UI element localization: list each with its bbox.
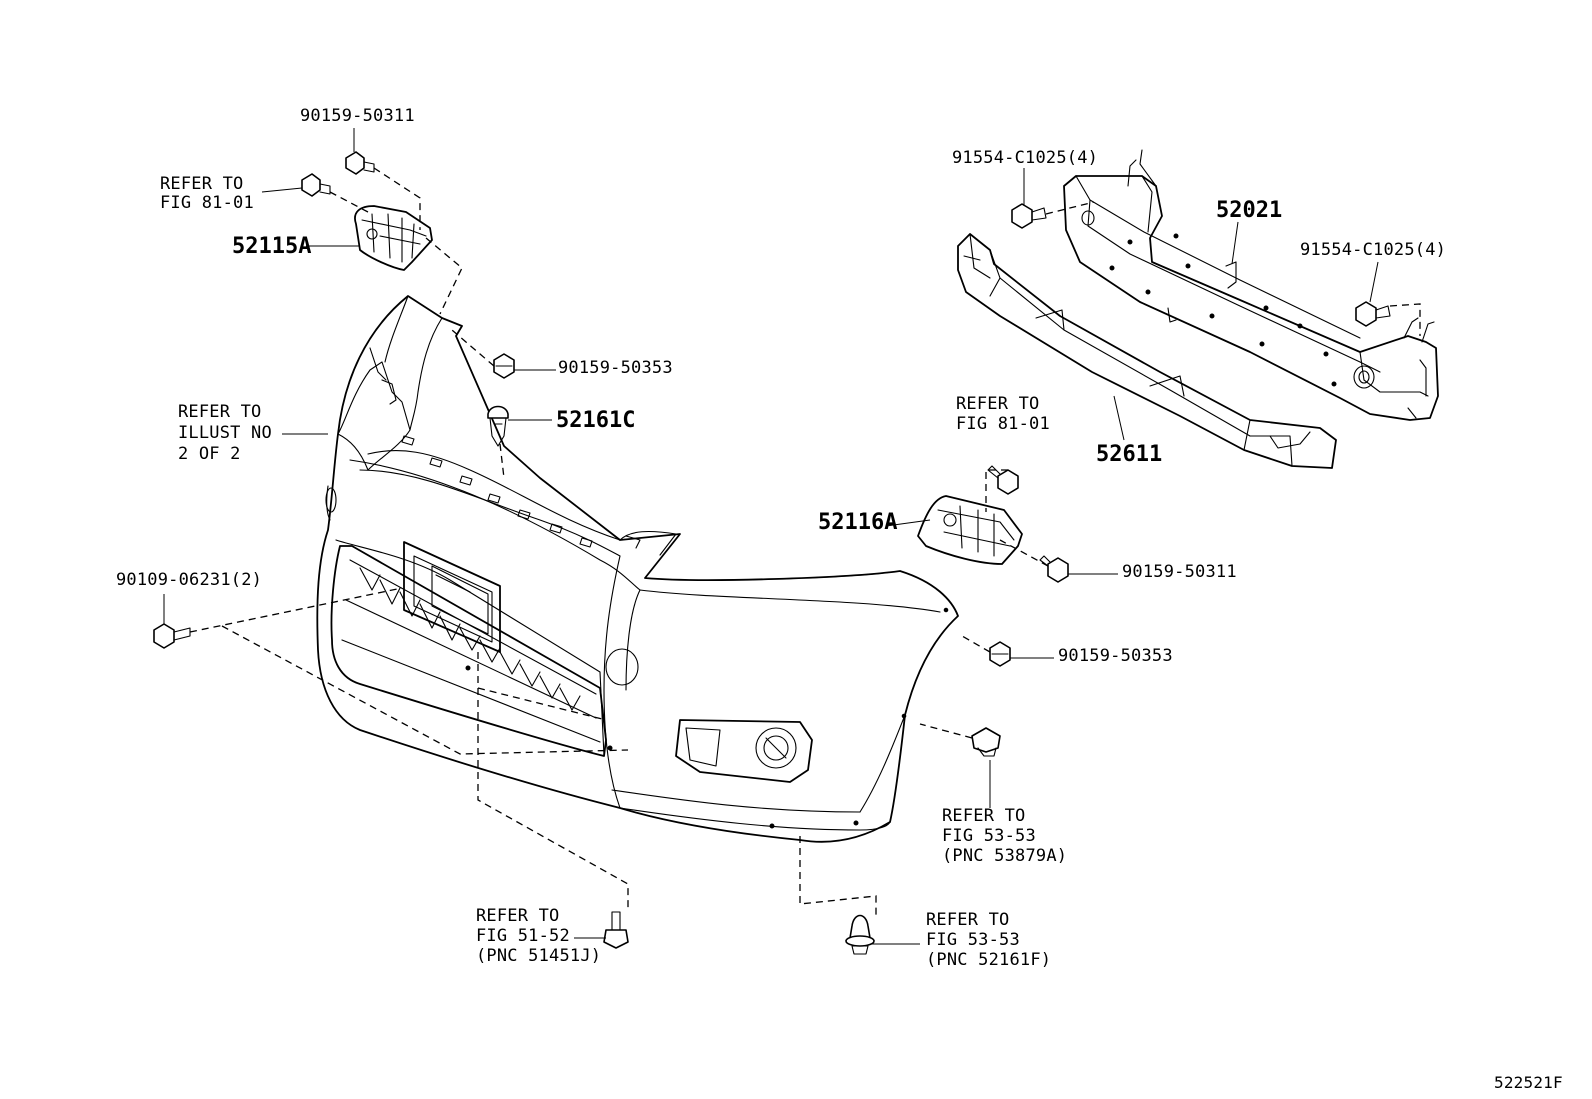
refer-line: REFER TO [926, 910, 1010, 930]
refer-line: 2 OF 2 [178, 444, 241, 464]
illustration-code: 522521F [1494, 1073, 1563, 1092]
bolt-reinf-left-icon [1011, 203, 1047, 229]
reinforcement-52021 [1063, 149, 1439, 421]
label-bolt-90159-50311: 90159-50311 [300, 106, 415, 126]
refer-line: REFER TO [160, 174, 244, 194]
bolt-top-icon [345, 151, 375, 175]
refer-line: FIG 51-52 [476, 926, 570, 946]
label-retainer-52115a: 52115A [232, 234, 312, 259]
clip-52161f-icon [845, 914, 875, 955]
bolt-reinf-right-icon [1355, 301, 1391, 327]
refer-line: FIG 81-01 [160, 193, 254, 213]
bolt-51451j-icon [603, 911, 629, 949]
bolt-refer-81-01-icon [301, 173, 331, 197]
label-bolt-90109-06231: 90109-06231(2) [116, 570, 263, 590]
label-nut-90159-50353: 90159-50353 [558, 358, 673, 378]
refer-line: REFER TO [476, 906, 560, 926]
nut-upper-icon [493, 353, 515, 379]
clip-52161c-icon [487, 405, 509, 447]
fastener-53879a-icon [971, 727, 1001, 757]
leader-lines [163, 128, 1379, 945]
refer-line: ILLUST NO [178, 423, 272, 443]
nut-right-icon [989, 641, 1011, 667]
absorber-52611 [957, 233, 1337, 469]
refer-line: FIG 53-53 [926, 930, 1020, 950]
refer-line: FIG 53-53 [942, 826, 1036, 846]
label-bolt-90159-50311-right: 90159-50311 [1122, 562, 1237, 582]
label-nut-90159-50353-right: 90159-50353 [1058, 646, 1173, 666]
refer-line: (PNC 51451J) [476, 946, 602, 966]
label-bolt-91554-c1025-right: 91554-C1025(4) [1300, 240, 1447, 260]
refer-line: REFER TO [956, 394, 1040, 414]
assembly-lines [189, 167, 1421, 916]
label-clip-52161c: 52161C [556, 408, 636, 433]
refer-line: REFER TO [178, 402, 262, 422]
bolt-right-retainer-icon [1039, 555, 1069, 583]
refer-line: (PNC 53879A) [942, 846, 1068, 866]
refer-line: FIG 81-01 [956, 414, 1050, 434]
bumper-cover [316, 295, 959, 843]
label-reinforcement-52021: 52021 [1216, 198, 1283, 223]
refer-line: REFER TO [942, 806, 1026, 826]
label-bolt-91554-c1025-left: 91554-C1025(4) [952, 148, 1099, 168]
bolt-lower-left-icon [153, 623, 191, 649]
refer-line: (PNC 52161F) [926, 950, 1052, 970]
label-retainer-52116a: 52116A [818, 510, 898, 535]
retainer-52116a [917, 495, 1023, 565]
label-absorber-52611: 52611 [1096, 442, 1163, 467]
retainer-52115a [354, 205, 433, 271]
